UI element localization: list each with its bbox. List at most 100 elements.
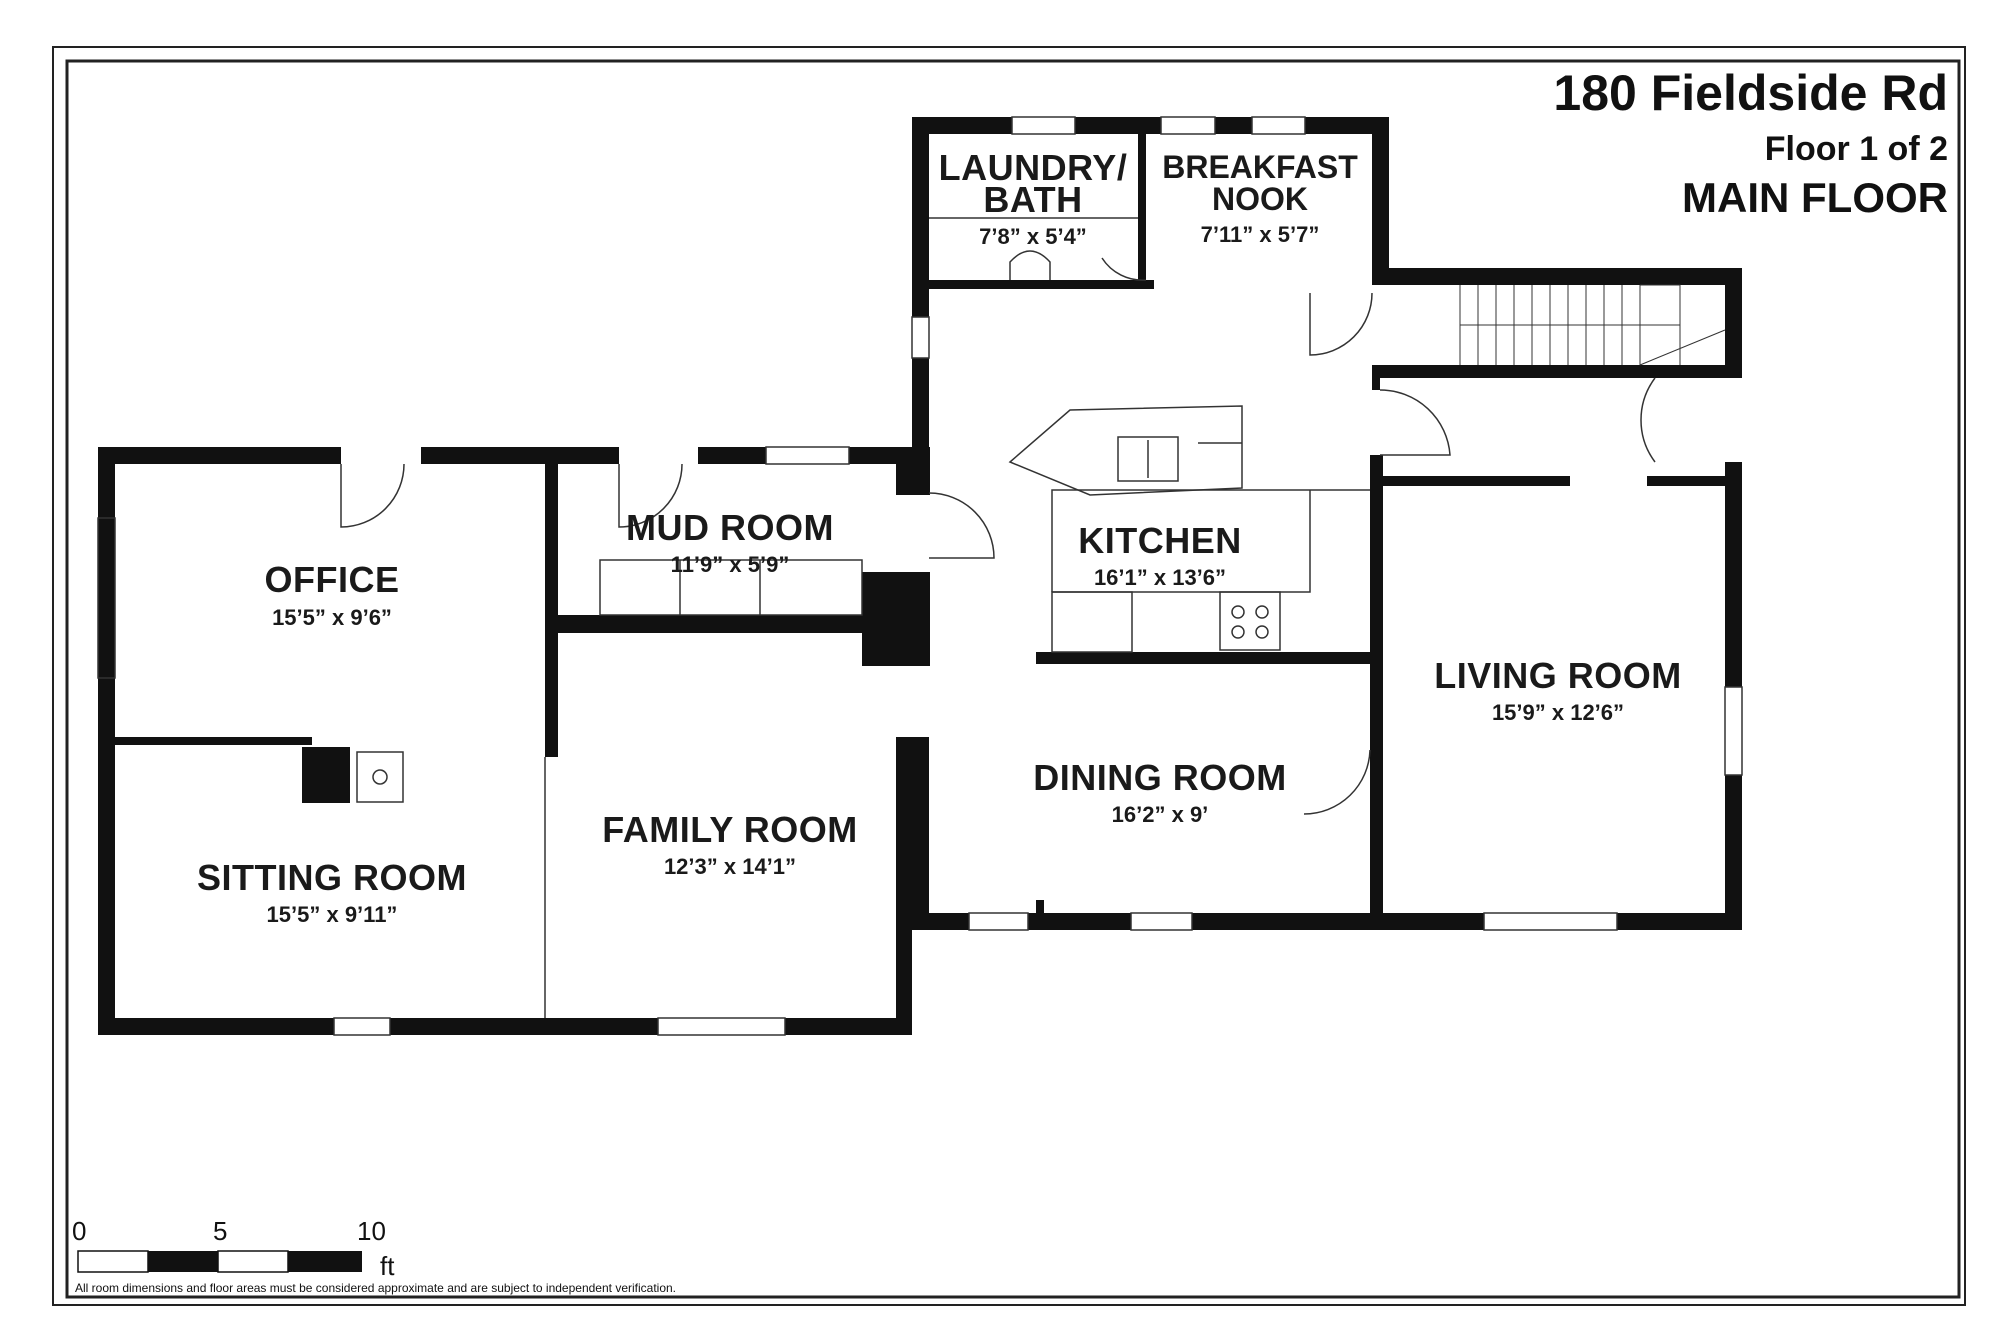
wall <box>912 117 929 317</box>
scale-bar: 0 5 10 ft All room dimensions and floor … <box>72 1216 676 1295</box>
sink-icon <box>1117 436 1179 482</box>
kitchen-dims: 16’1” x 13’6” <box>1094 565 1226 590</box>
wall <box>698 447 766 464</box>
door-swings <box>340 257 1656 815</box>
laundry-dims: 7’8” x 5’4” <box>979 224 1087 249</box>
wall <box>390 1018 658 1035</box>
wall <box>1215 117 1252 134</box>
burner <box>1255 605 1269 619</box>
wall <box>1380 476 1570 486</box>
wall <box>1647 476 1742 486</box>
wall <box>115 737 312 745</box>
stair-door <box>1640 377 1656 463</box>
window <box>1130 912 1193 931</box>
nook-name-1: BREAKFAST <box>1162 149 1358 185</box>
floor-label: Floor 1 of 2 <box>1765 130 1948 168</box>
wall <box>1305 117 1387 134</box>
scale-label-5: 5 <box>213 1216 227 1246</box>
wall <box>1725 775 1742 930</box>
window <box>1483 912 1618 931</box>
wall <box>98 1018 334 1035</box>
counter-line <box>1052 490 1311 593</box>
window <box>97 517 116 679</box>
sitting-room-dims: 15’5” x 9’11” <box>267 902 398 927</box>
mud-room-door <box>618 463 683 528</box>
family-room-name: FAMILY ROOM <box>602 809 858 850</box>
wall <box>553 615 866 633</box>
inner-frame <box>65 59 1961 1299</box>
wall <box>1036 900 1044 916</box>
nook-dims: 7’11” x 5’7” <box>1201 222 1320 247</box>
window <box>333 1017 391 1036</box>
exterior-door <box>928 492 995 559</box>
scale-segment <box>217 1250 289 1273</box>
burner <box>1231 605 1245 619</box>
living-room-name: LIVING ROOM <box>1434 655 1682 696</box>
disclaimer: All room dimensions and floor areas must… <box>75 1281 676 1295</box>
wall <box>1138 128 1146 288</box>
counter <box>1051 591 1133 653</box>
wall <box>1725 462 1742 687</box>
wall <box>929 280 1154 289</box>
wall <box>1617 913 1742 930</box>
range-icon <box>1219 591 1281 651</box>
wall <box>785 1018 912 1035</box>
hearth-circle <box>372 769 388 785</box>
office-dims: 15’5” x 9’6” <box>272 605 392 630</box>
laundry-name-1: LAUNDRY/ <box>939 147 1128 188</box>
wall <box>421 447 619 464</box>
family-room-dims: 12’3” x 14’1” <box>664 854 796 879</box>
wall <box>1372 365 1742 378</box>
wall <box>98 447 341 464</box>
staircase <box>1459 284 1726 366</box>
wall <box>1075 117 1161 134</box>
scale-segment <box>148 1251 218 1272</box>
window <box>1011 116 1076 135</box>
dining-room-dims: 16’2” x 9’ <box>1112 802 1209 827</box>
kitchen-name: KITCHEN <box>1078 520 1242 561</box>
counter-line <box>1051 489 1370 592</box>
address-title: 180 Fieldside Rd <box>1553 65 1948 121</box>
kitchen-hall-door <box>1309 292 1373 356</box>
laundry-door <box>1101 257 1147 281</box>
room-labels: LAUNDRY/ BATH 7’8” x 5’4” BREAKFAST NOOK… <box>197 147 1682 927</box>
wall <box>1036 652 1376 664</box>
scale-segment <box>288 1251 362 1272</box>
wall <box>1372 268 1742 285</box>
window <box>911 316 930 359</box>
dining-living-door <box>1303 749 1371 815</box>
wall <box>912 358 929 493</box>
wall <box>1192 913 1484 930</box>
wall <box>1372 117 1389 285</box>
laundry-name-2: BATH <box>983 179 1082 220</box>
level-label: MAIN FLOOR <box>1682 174 1948 221</box>
wall <box>1725 268 1742 378</box>
wall <box>1372 365 1380 390</box>
nook-name-2: NOOK <box>1212 181 1308 217</box>
hearth <box>356 751 404 803</box>
burner <box>1255 625 1269 639</box>
wall <box>896 737 929 930</box>
chimney <box>302 747 350 803</box>
scale-label-10: 10 <box>357 1216 386 1246</box>
sitting-room-name: SITTING ROOM <box>197 857 467 898</box>
wall <box>912 913 969 930</box>
scale-label-0: 0 <box>72 1216 86 1246</box>
thin-lines <box>97 116 1743 1036</box>
scale-unit: ft <box>380 1251 395 1281</box>
wall <box>545 447 558 757</box>
walls <box>98 117 1742 1035</box>
window <box>968 912 1029 931</box>
mud-room-name: MUD ROOM <box>626 507 834 548</box>
outer-frame <box>52 46 1966 1306</box>
sink-icon <box>1009 250 1051 280</box>
wall <box>912 117 1012 134</box>
dining-room-name: DINING ROOM <box>1033 757 1287 798</box>
wall <box>1370 750 1383 930</box>
window <box>765 446 850 465</box>
wall <box>1028 913 1131 930</box>
window <box>1251 116 1306 135</box>
bench <box>599 559 863 616</box>
window <box>1724 686 1743 776</box>
